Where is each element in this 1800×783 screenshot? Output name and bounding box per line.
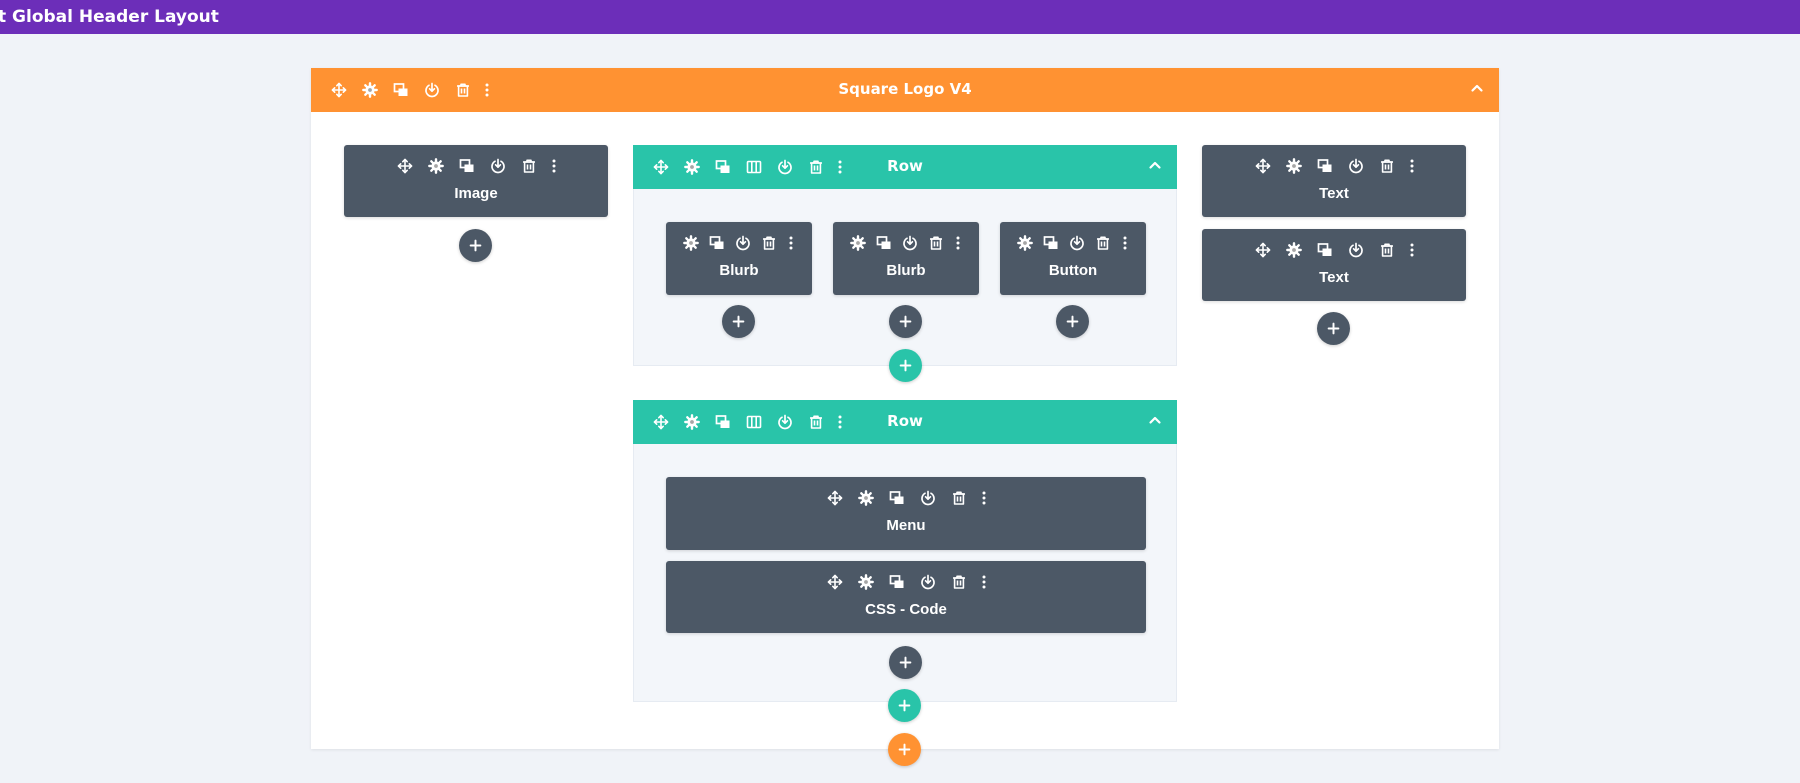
save-icon[interactable]: [1341, 155, 1372, 177]
module-blurb[interactable]: Blurb: [666, 222, 812, 295]
module-toolbar: [666, 487, 1146, 509]
trash-icon[interactable]: [1090, 232, 1116, 254]
save-icon[interactable]: [730, 232, 756, 254]
save-icon[interactable]: [913, 487, 944, 509]
module-toolbar: [666, 571, 1146, 593]
add-module-button[interactable]: [722, 305, 755, 338]
move-icon[interactable]: [1248, 155, 1279, 177]
row-header[interactable]: Row: [633, 145, 1177, 189]
row-title: Row: [887, 157, 923, 175]
duplicate-icon[interactable]: [1310, 155, 1341, 177]
chevron-up-icon[interactable]: [1145, 412, 1165, 432]
trash-icon[interactable]: [1372, 239, 1403, 261]
module-label: Blurb: [719, 262, 759, 279]
add-module-button[interactable]: [889, 646, 922, 679]
trash-icon[interactable]: [514, 155, 545, 177]
more-icon[interactable]: [1403, 155, 1421, 177]
duplicate-icon[interactable]: [1310, 239, 1341, 261]
module-label: Menu: [886, 517, 926, 534]
more-icon[interactable]: [949, 232, 967, 254]
row-title: Row: [887, 412, 923, 430]
module-text[interactable]: Text: [1202, 229, 1466, 301]
move-icon[interactable]: [390, 155, 421, 177]
module-toolbar: [833, 232, 979, 254]
save-icon[interactable]: [1064, 232, 1090, 254]
section-square-logo: Square Logo V4 Image Row: [311, 68, 1499, 766]
trash-icon[interactable]: [944, 487, 975, 509]
more-icon[interactable]: [1403, 239, 1421, 261]
module-toolbar: [1000, 232, 1146, 254]
duplicate-icon[interactable]: [704, 232, 730, 254]
add-row-button[interactable]: [888, 689, 921, 722]
module-toolbar: [1202, 155, 1466, 177]
add-module-button[interactable]: [1056, 305, 1089, 338]
move-icon[interactable]: [820, 487, 851, 509]
module-label: Image: [454, 185, 498, 202]
module-menu[interactable]: Menu: [666, 477, 1146, 550]
chevron-up-icon[interactable]: [1145, 157, 1165, 177]
module-label: Text: [1319, 185, 1349, 202]
duplicate-icon[interactable]: [882, 487, 913, 509]
more-icon[interactable]: [975, 571, 993, 593]
row-1: Row Blurb Blurb: [633, 145, 1177, 382]
more-icon[interactable]: [545, 155, 563, 177]
gear-icon[interactable]: [851, 487, 882, 509]
module-toolbar: [666, 232, 812, 254]
add-module-button[interactable]: [1317, 312, 1350, 345]
page-title: t Global Header Layout: [0, 7, 219, 27]
duplicate-icon[interactable]: [452, 155, 483, 177]
module-toolbar: [1202, 239, 1466, 261]
module-image[interactable]: Image: [344, 145, 608, 217]
trash-icon[interactable]: [756, 232, 782, 254]
module-button[interactable]: Button: [1000, 222, 1146, 295]
row-2: Row Menu CSS - Code: [633, 400, 1177, 702]
module-toolbar: [344, 155, 608, 177]
move-icon[interactable]: [820, 571, 851, 593]
save-icon[interactable]: [897, 232, 923, 254]
add-section-button[interactable]: [888, 733, 921, 766]
add-module-button[interactable]: [889, 305, 922, 338]
module-css-code[interactable]: CSS - Code: [666, 561, 1146, 633]
trash-icon[interactable]: [944, 571, 975, 593]
module-blurb[interactable]: Blurb: [833, 222, 979, 295]
more-icon[interactable]: [1116, 232, 1134, 254]
chevron-up-icon[interactable]: [1467, 80, 1487, 100]
duplicate-icon[interactable]: [1038, 232, 1064, 254]
module-text[interactable]: Text: [1202, 145, 1466, 217]
module-label: Button: [1048, 262, 1098, 279]
trash-icon[interactable]: [923, 232, 949, 254]
add-row-button[interactable]: [889, 349, 922, 382]
gear-icon[interactable]: [845, 232, 871, 254]
row-header[interactable]: Row: [633, 400, 1177, 444]
module-label: CSS - Code: [865, 601, 947, 618]
module-label: Text: [1319, 269, 1349, 286]
gear-icon[interactable]: [421, 155, 452, 177]
section-header[interactable]: Square Logo V4: [311, 68, 1499, 112]
save-icon[interactable]: [913, 571, 944, 593]
more-icon[interactable]: [975, 487, 993, 509]
gear-icon[interactable]: [1279, 155, 1310, 177]
save-icon[interactable]: [483, 155, 514, 177]
top-bar: t Global Header Layout: [0, 0, 1800, 34]
gear-icon[interactable]: [1012, 232, 1038, 254]
duplicate-icon[interactable]: [882, 571, 913, 593]
more-icon[interactable]: [782, 232, 800, 254]
section-title: Square Logo V4: [838, 80, 972, 98]
add-module-button[interactable]: [459, 229, 492, 262]
duplicate-icon[interactable]: [871, 232, 897, 254]
gear-icon[interactable]: [678, 232, 704, 254]
gear-icon[interactable]: [1279, 239, 1310, 261]
gear-icon[interactable]: [851, 571, 882, 593]
move-icon[interactable]: [1248, 239, 1279, 261]
save-icon[interactable]: [1341, 239, 1372, 261]
module-label: Blurb: [886, 262, 926, 279]
trash-icon[interactable]: [1372, 155, 1403, 177]
